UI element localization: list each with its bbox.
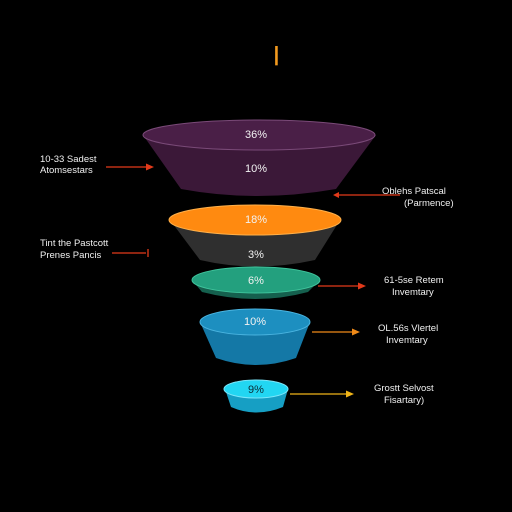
funnel-tier-4: 10% [199,308,311,365]
title-left: PERSETER'S [142,44,265,66]
funnel-tier-5: 9% [223,379,289,413]
left-label-2: Tint the Pastcott Prenes Pancis [40,238,149,261]
right-label-2: 61-5se Retem Invemtary [318,275,444,298]
right-label-1-line-1: Oblehs Patscal [382,186,446,197]
diagram-title: PERSETER'S | FITNESS [142,44,369,66]
tier-5-value: 9% [248,384,264,396]
funnel-tier-1: 36% 10% [142,119,376,196]
left-label-1: 10-33 Sadest Atomsestars [40,154,154,176]
tier-1-body [143,135,376,196]
tier-2-body-value: 3% [248,249,264,261]
right-label-4: Grostt Selvost Fisartary) [290,383,434,406]
tier-3-top [191,266,321,294]
tier-2-top-value: 18% [245,214,267,226]
right-label-2-line-1: 61-5se Retem [384,275,444,286]
left-label-1-line-2: Atomsestars [40,165,93,176]
right-label-1-line-2: (Parmence) [404,198,454,209]
tier-4-value: 10% [244,316,266,328]
right-label-4-line-1: Grostt Selvost [374,383,434,394]
tier-5-top [223,379,289,399]
tier-3-value: 6% [248,275,264,287]
left-label-1-line-1: 10-33 Sadest [40,154,97,165]
left-label-2-line-2: Prenes Pancis [40,250,102,261]
tier-1-top [142,119,376,151]
left-label-2-line-1: Tint the Pastcott [40,238,109,249]
right-arrow-3-head [352,328,360,336]
left-arrow-1-head [146,163,154,171]
tier-1-top-value: 36% [245,129,267,141]
right-arrow-2-head [358,282,366,290]
right-label-3-line-1: OL.56s Vlertel [378,323,438,334]
title-separator: | [274,44,279,66]
right-label-2-line-2: Invemtary [392,287,434,298]
right-label-4-line-2: Fisartary) [384,395,424,406]
right-arrow-1-head [333,192,339,198]
right-label-3: OL.56s Vlertel Invemtary [312,323,438,346]
title-right: FITNESS [287,44,369,66]
tier-2-top [168,204,342,236]
tier-1-body-value: 10% [245,163,267,175]
funnel-tier-3: 6% [191,266,321,299]
right-label-3-line-2: Invemtary [386,335,428,346]
funnel-tier-2: 18% 3% [168,204,342,267]
right-label-1: Oblehs Patscal (Parmence) [333,186,454,209]
tier-4-top [199,308,311,336]
right-arrow-4-head [346,390,354,398]
